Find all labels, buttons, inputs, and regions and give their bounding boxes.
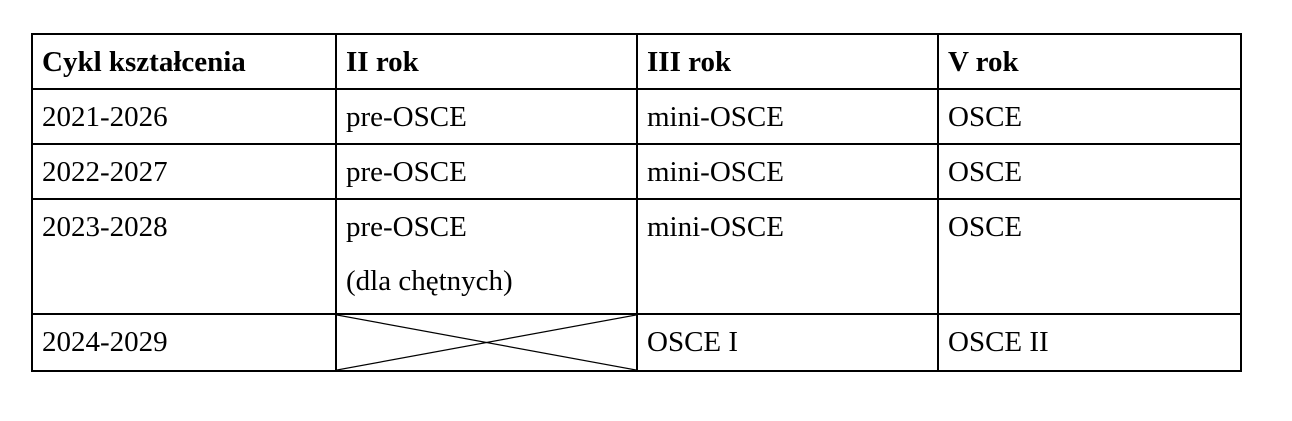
cell-cykl: 2024-2029 [31,313,337,372]
cell-rok2: pre-OSCE (dla chętnych) [335,198,638,315]
cell-value: 2022-2027 [42,156,168,188]
cell-rok5: OSCE [937,143,1242,200]
cell-rok2: pre-OSCE [335,143,638,200]
cell-rok5: OSCE [937,88,1242,145]
table-header-row: Cykl kształcenia II rok III rok V rok [31,33,1242,90]
cell-value: OSCE II [948,326,1049,358]
column-header-label: III rok [647,46,732,78]
cell-value: 2023-2028 [42,211,168,243]
column-header-label: V rok [948,46,1019,78]
cell-cykl: 2023-2028 [31,198,337,315]
cell-rok2-not-applicable [335,313,638,372]
cell-rok3: mini-OSCE [636,198,939,315]
cell-rok5: OSCE [937,198,1242,315]
column-header-cykl: Cykl kształcenia [31,33,337,90]
column-header-rok5: V rok [937,33,1242,90]
cell-value: 2024-2029 [42,326,168,358]
table-row: 2022-2027 pre-OSCE mini-OSCE OSCE [31,143,1242,200]
cell-rok2: pre-OSCE [335,88,638,145]
cell-value: 2021-2026 [42,101,168,133]
table-row: 2023-2028 pre-OSCE (dla chętnych) mini-O… [31,198,1242,315]
cell-value: pre-OSCE [346,211,467,243]
cell-value: OSCE I [647,326,739,358]
column-header-rok3: III rok [636,33,939,90]
cell-value: mini-OSCE [647,156,784,188]
table-row: 2021-2026 pre-OSCE mini-OSCE OSCE [31,88,1242,145]
schedule-table-container: Cykl kształcenia II rok III rok V rok [31,33,1242,372]
cell-value-note: (dla chętnych) [346,265,513,297]
cell-rok3: mini-OSCE [636,88,939,145]
cell-rok5: OSCE II [937,313,1242,372]
cell-rok3: OSCE I [636,313,939,372]
cell-rok3: mini-OSCE [636,143,939,200]
column-header-label: Cykl kształcenia [42,46,246,78]
cell-value: mini-OSCE [647,101,784,133]
schedule-table: Cykl kształcenia II rok III rok V rok [31,33,1242,372]
cell-value: OSCE [948,156,1023,188]
cell-value: mini-OSCE [647,211,784,243]
column-header-rok2: II rok [335,33,638,90]
cell-value: OSCE [948,101,1023,133]
cell-value: OSCE [948,211,1023,243]
table-row: 2024-2029 OSCE I OSCE II [31,313,1242,372]
cross-out-x-icon [337,315,636,370]
cell-cykl: 2022-2027 [31,143,337,200]
cell-value: pre-OSCE [346,156,467,188]
cell-value: pre-OSCE [346,101,467,133]
column-header-label: II rok [346,46,419,78]
cell-cykl: 2021-2026 [31,88,337,145]
